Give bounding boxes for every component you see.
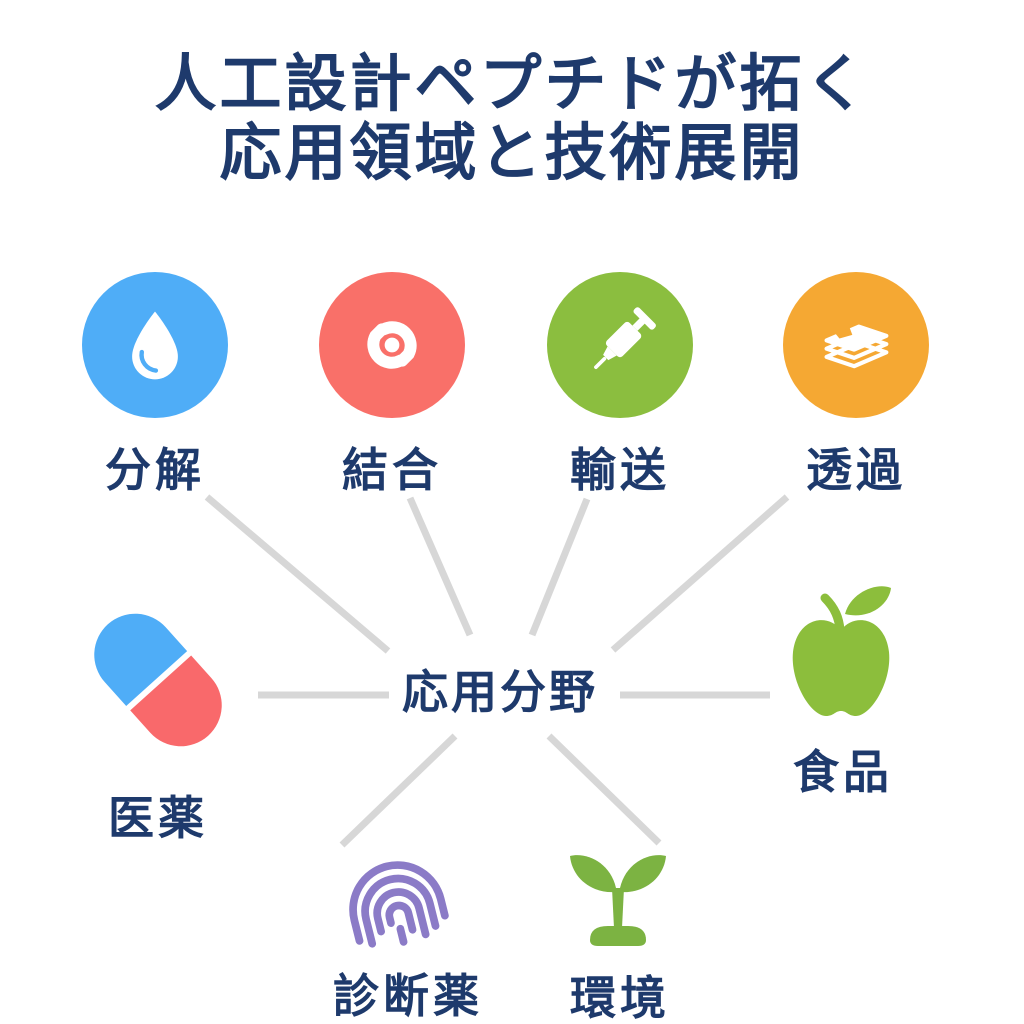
function-node-permeation: 透過 [756,272,956,500]
connector-to-shindanyaku [339,733,458,848]
connector-to-toka [610,494,790,653]
application-label-pharma: 医薬 [108,792,208,844]
connector-to-bunkai [204,494,391,654]
application-label-food: 食品 [793,746,893,798]
syringe-circle [547,272,693,418]
application-label-diagnostics: 診断薬 [333,970,483,1022]
apple-icon [792,586,891,716]
chain-link-icon [367,321,417,369]
function-label-permeation: 透過 [806,444,906,496]
link-circle [319,272,465,418]
function-node-transport: 輸送 [520,272,720,500]
function-node-binding: 結合 [292,272,492,500]
connector-to-ketsugo [406,496,474,637]
pill-capsule-icon [94,613,222,747]
droplet-circle [82,272,228,418]
application-label-environment: 環境 [570,972,670,1024]
fingerprint-icon [349,861,449,948]
page-title-line1: 人工設計ペプチドが拓く [154,50,870,119]
layers-circle [783,272,929,418]
syringe-icon [594,307,656,370]
connector-to-kankyo [546,733,662,846]
sprout-icon [570,855,666,946]
function-label-transport: 輸送 [570,444,670,496]
function-label-binding: 結合 [342,444,442,496]
page-title-line2: 応用領域と技術展開 [219,119,805,189]
layers-icon [824,324,889,369]
function-label-decomposition: 分解 [105,444,205,496]
hub-label: 応用分野 [402,666,598,718]
water-droplet-icon [132,311,178,380]
function-node-decomposition: 分解 [55,272,255,500]
page-title: 人工設計ペプチドが拓く 応用領域と技術展開 [0,50,1024,189]
connector-to-yuso [528,497,591,637]
